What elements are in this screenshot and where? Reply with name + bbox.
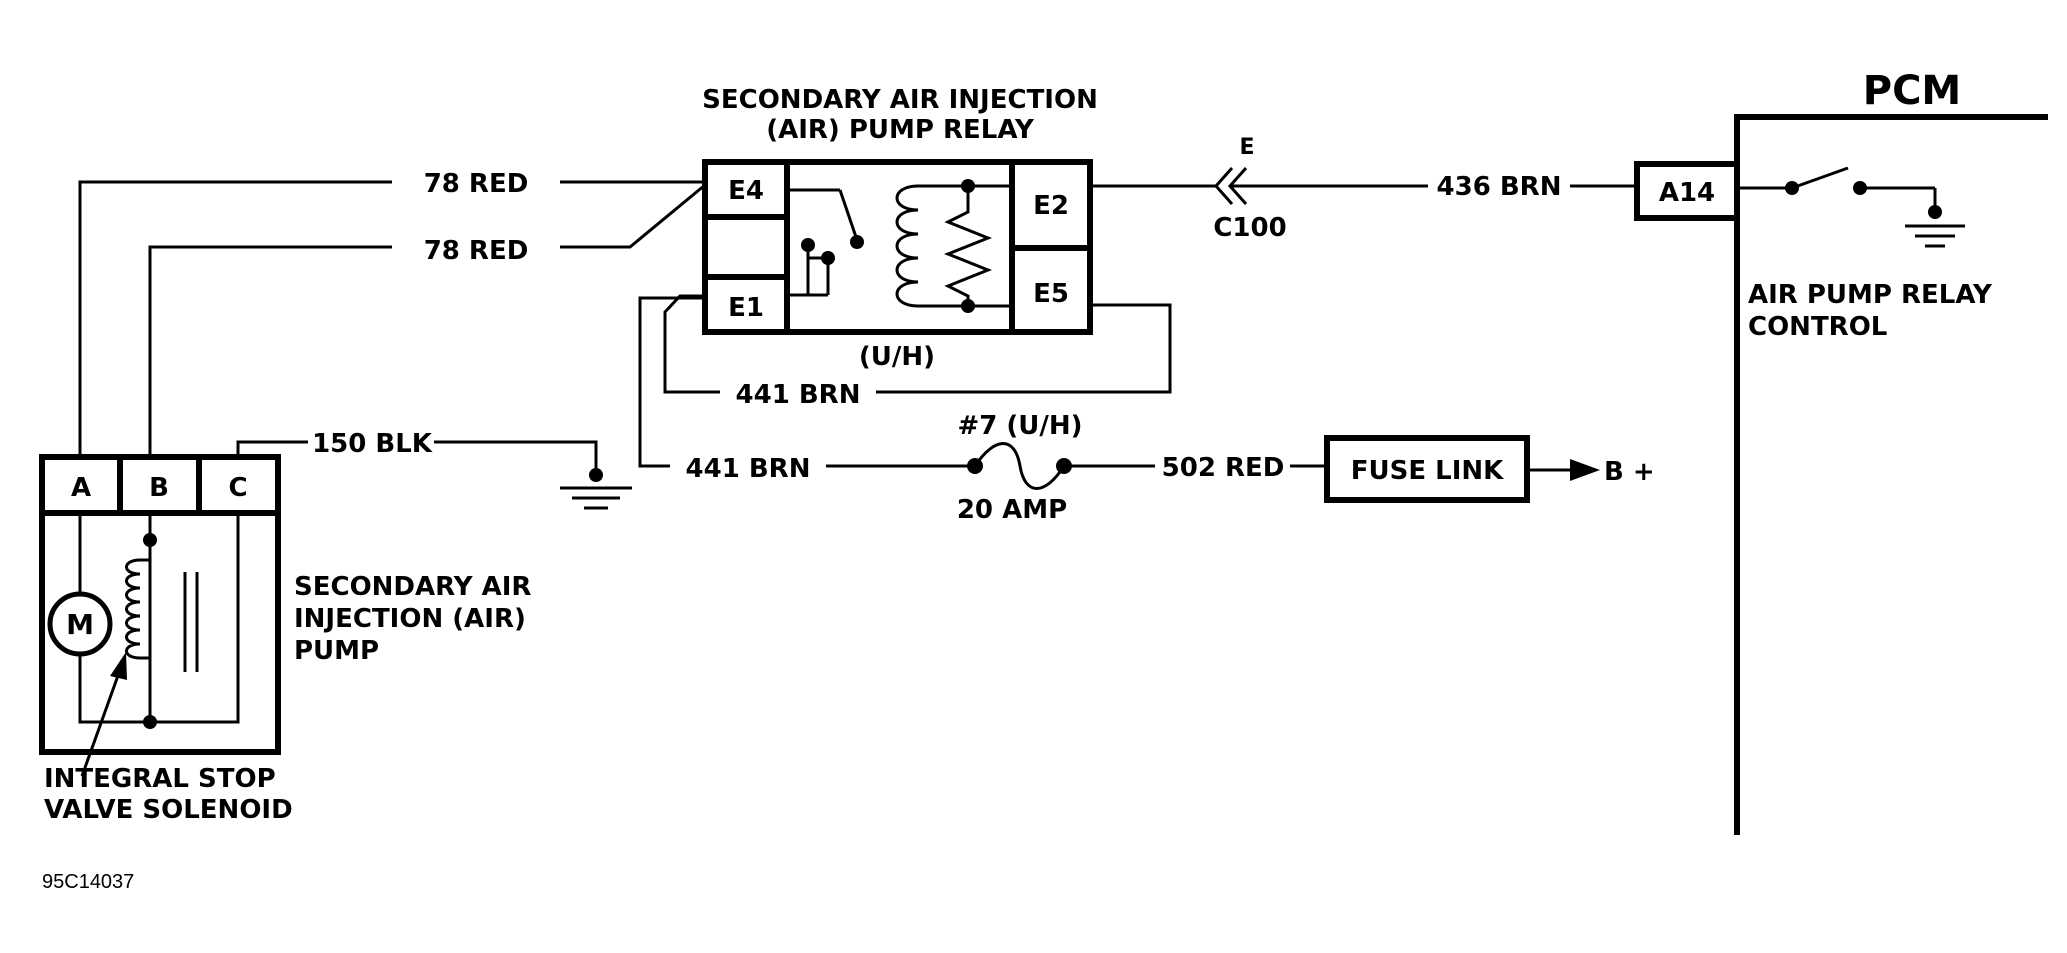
fuse-link-label: FUSE LINK [1351, 456, 1504, 486]
arrow-right-icon [1570, 459, 1600, 481]
wire-441-brn-loop: 441 BRN [663, 294, 1172, 410]
pump-body [39, 454, 281, 755]
pcm-function-line2: CONTROL [1748, 312, 1887, 342]
relay-pin-e5: E5 [1033, 279, 1069, 309]
pcm-function-line1: AIR PUMP RELAY [1748, 280, 1993, 310]
pcm-module: PCM A14 AIR PUMP RELAY CONTROL [1634, 68, 2048, 835]
fuse-7: #7 (U/H) 20 AMP [957, 411, 1083, 525]
connector-letter: E [1239, 135, 1254, 160]
pointer-arrow-icon [110, 652, 127, 680]
relay-title-line2: (AIR) PUMP RELAY [766, 115, 1035, 145]
wire-78-red-a-label: 78 RED [424, 169, 529, 199]
pump-pin-c: C [228, 473, 247, 503]
relay-location: (U/H) [859, 342, 935, 372]
wire-441-brn-fuse-label: 441 BRN [686, 454, 811, 484]
battery-label: B + [1604, 457, 1655, 487]
wire-502-red-label: 502 RED [1162, 453, 1285, 483]
air-pump-relay: SECONDARY AIR INJECTION (AIR) PUMP RELAY… [702, 85, 1098, 372]
pcm-pin-box [1634, 161, 1740, 221]
wire-436-brn-label: 436 BRN [1437, 172, 1562, 202]
pump-pin-b: B [149, 473, 169, 503]
wire-150-blk: 150 BLK [236, 429, 632, 510]
pump-pin-a: A [71, 473, 91, 503]
fuse-link: FUSE LINK B + [1324, 435, 1655, 503]
solenoid-label-line1: INTEGRAL STOP [44, 764, 276, 794]
wire-78-red-a: 78 RED [78, 169, 705, 457]
wire-78-red-b-label: 78 RED [424, 236, 529, 266]
pump-name-line2: INJECTION (AIR) [294, 604, 526, 634]
pump-name-line3: PUMP [294, 636, 379, 666]
wire-78-red-b: 78 RED [148, 183, 706, 457]
pump-ground-icon [589, 468, 603, 482]
figure-code: 95C14037 [42, 871, 134, 893]
solenoid-coil-icon [125, 558, 141, 660]
connector-c100-icon [1213, 167, 1234, 205]
wire-441-brn-loop-label: 441 BRN [736, 380, 861, 410]
wire-502-red: 502 RED [1064, 453, 1327, 483]
wire-150-blk-label: 150 BLK [312, 429, 433, 459]
fuse-id: #7 (U/H) [957, 411, 1082, 441]
pump-name-line1: SECONDARY AIR [294, 572, 531, 602]
connector-id: C100 [1213, 213, 1286, 243]
wire-441-brn-fuse: 441 BRN [638, 296, 972, 484]
relay-title-line1: SECONDARY AIR INJECTION [702, 85, 1098, 115]
pcm-ground-icon [1928, 205, 1942, 219]
relay-pin-e4: E4 [728, 176, 764, 206]
pcm-title: PCM [1863, 68, 1961, 114]
wire-436-brn: 436 BRN E C100 [1090, 135, 1637, 243]
relay-pin-e1: E1 [728, 293, 764, 323]
motor-label: M [66, 608, 94, 641]
solenoid-label-line2: VALVE SOLENOID [44, 795, 293, 825]
relay-pin-e2: E2 [1033, 191, 1069, 221]
pcm-pin-a14: A14 [1659, 178, 1715, 208]
fuse-rating: 20 AMP [957, 495, 1067, 525]
air-pump: A B C M SECONDARY AIR INJECTION (AIR) PU… [39, 454, 531, 825]
